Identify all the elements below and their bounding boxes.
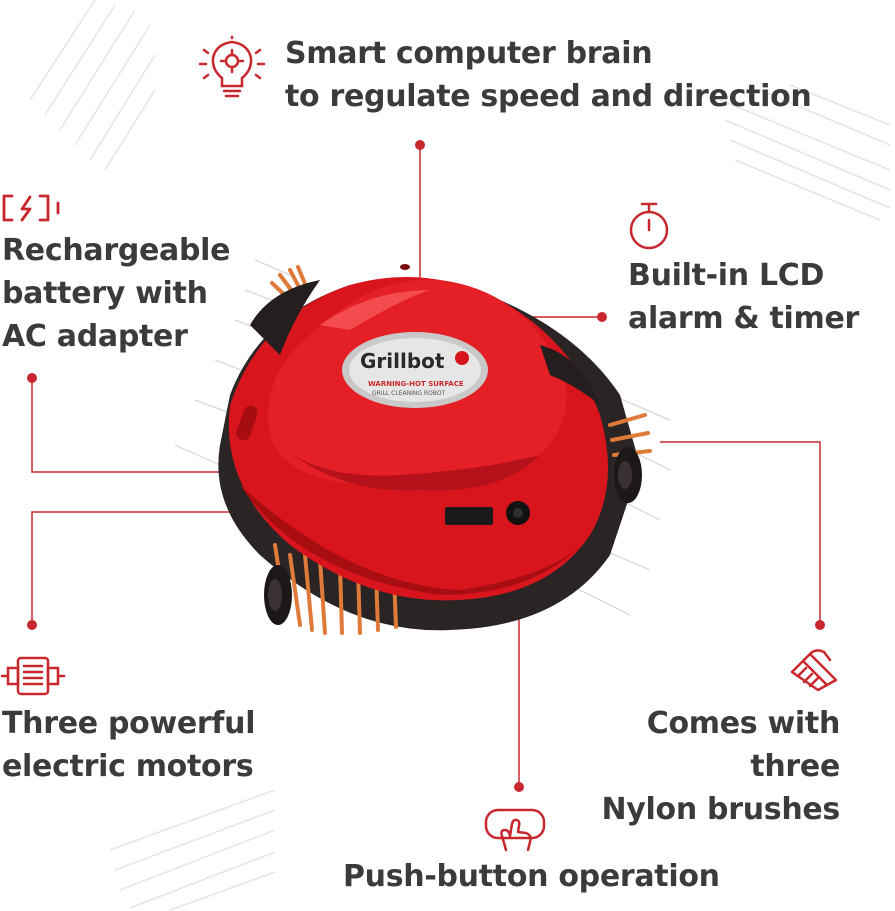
stopwatch-icon (629, 202, 669, 250)
brand-logo: Grillbot (360, 349, 445, 373)
feature-lcd-text: Built-in LCD alarm & timer (628, 254, 859, 340)
feature-motors-text: Three powerful electric motors (2, 702, 256, 788)
feature-battery-line2: battery with (2, 276, 208, 311)
feature-brain-line1: Smart computer brain (285, 36, 653, 71)
feature-lcd-line2: alarm & timer (628, 301, 860, 336)
hand-press-icon (484, 808, 546, 852)
feature-battery-line1: Rechargeable (2, 233, 231, 268)
feature-button-text: Push-button operation (343, 855, 720, 898)
feature-brushes-line1: Comes with three (646, 706, 841, 784)
feature-brain-text: Smart computer brain to regulate speed a… (285, 32, 812, 118)
feature-lcd-line1: Built-in LCD (628, 258, 825, 293)
feature-brushes-line2: Nylon brushes (601, 792, 840, 827)
svg-text:GRILL CLEANING ROBOT: GRILL CLEANING ROBOT (372, 390, 446, 397)
svg-text:WARNING-HOT SURFACE: WARNING-HOT SURFACE (368, 380, 464, 388)
battery-charging-icon (2, 194, 60, 222)
feature-button-line1: Push-button operation (343, 859, 720, 894)
feature-motors-line1: Three powerful (2, 706, 256, 741)
brush-icon (790, 649, 838, 692)
feature-battery-line3: AC adapter (2, 319, 188, 354)
feature-motors-line2: electric motors (2, 749, 254, 784)
feature-brushes-text: Comes with three Nylon brushes (570, 702, 840, 831)
feature-battery-text: Rechargeable battery with AC adapter (2, 229, 231, 358)
grill-cleaning-robot: Grillbot WARNING-HOT SURFACE GRILL CLEAN… (218, 264, 652, 635)
decorative-hatch-top-left (29, 0, 156, 171)
lightbulb-gear-icon (198, 36, 266, 98)
decorative-hatch-top-right (720, 84, 891, 221)
feature-brain-line2: to regulate speed and direction (285, 79, 812, 114)
motor-icon (0, 656, 66, 696)
decorative-hatch-bottom-left (110, 790, 276, 911)
